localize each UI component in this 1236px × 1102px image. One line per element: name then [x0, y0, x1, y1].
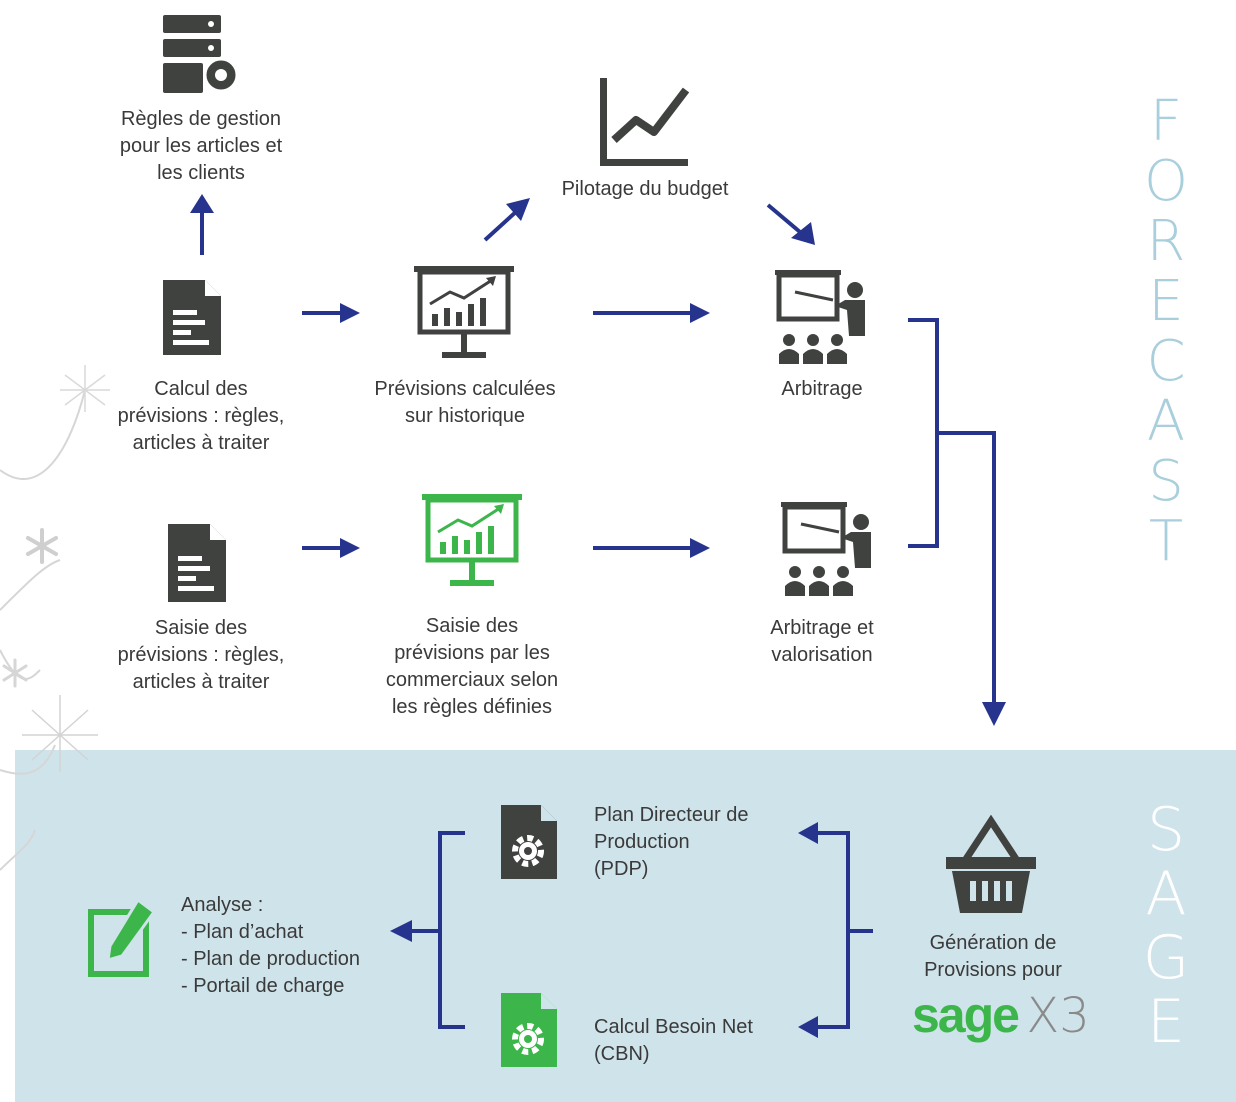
label-line: - Portail de charge: [181, 975, 345, 997]
sage-logo-brand: sage: [912, 987, 1020, 1043]
label-line: Arbitrage: [781, 378, 863, 400]
generation-bracket: [810, 831, 850, 1029]
asterisk-2: [2, 658, 28, 688]
label-line: pour les articles et: [119, 135, 283, 157]
label-line: Provisions pour: [924, 959, 1062, 981]
label-line: Génération de: [929, 932, 1057, 954]
document-icon: [163, 280, 221, 355]
label-line: les clients: [157, 162, 245, 184]
node-analyse-label: Analyse : - Plan d’achat - Plan de produ…: [181, 892, 396, 1000]
server-gear-icon: [163, 15, 239, 93]
arrow-to-sage: [937, 431, 996, 705]
label-line: Calcul des: [154, 378, 248, 400]
sage-logo-product: X3: [1026, 988, 1090, 1044]
node-regles-label: Règles de gestion pour les articles et l…: [80, 106, 322, 187]
node-calcul-label: Calcul des prévisions : règles, articles…: [80, 376, 322, 457]
label-line: articles à traiter: [132, 671, 270, 693]
node-previsions-calc-label: Prévisions calculées sur historique: [345, 376, 585, 430]
asterisk-1: [26, 528, 58, 564]
merge-bracket: [908, 318, 939, 548]
presentation-chart-icon-green: [422, 494, 522, 586]
title-letter: S: [1146, 795, 1186, 865]
label-line: Règles de gestion: [120, 108, 282, 130]
title-letter: T: [1148, 509, 1184, 574]
presenter-audience-icon: [781, 502, 871, 596]
decorative-flowers: [0, 365, 110, 871]
label-line: Calcul Besoin Net: [594, 1016, 753, 1038]
title-letter: E: [1148, 269, 1184, 334]
analyse-bracket: [438, 831, 465, 1029]
edit-icon: [88, 898, 157, 977]
title-letter: E: [1147, 987, 1185, 1057]
document-gear-icon-green: [501, 993, 557, 1067]
title-letter: C: [1146, 329, 1186, 394]
label-line: articles à traiter: [132, 432, 270, 454]
node-generation-label: Génération de Provisions pour: [892, 930, 1094, 984]
label-line: (PDP): [594, 858, 649, 880]
node-saisie-comm-label: Saisie des prévisions par les commerciau…: [352, 613, 592, 721]
title-letter: G: [1142, 923, 1190, 993]
label-line: (CBN): [594, 1043, 650, 1065]
label-line: prévisions : règles,: [117, 405, 285, 427]
title-letter: O: [1143, 149, 1189, 214]
label-line: les règles définies: [391, 696, 553, 718]
node-arbitrage-label: Arbitrage: [720, 376, 924, 403]
label-line: sur historique: [404, 405, 526, 427]
node-cbn-label: Calcul Besoin Net (CBN): [594, 1014, 794, 1068]
sage-vertical-title: S A G E: [1136, 798, 1196, 1054]
label-line: commerciaux selon: [385, 669, 559, 691]
title-letter: S: [1148, 449, 1184, 514]
label-line: prévisions : règles,: [117, 644, 285, 666]
presenter-audience-icon: [775, 270, 865, 364]
node-arbitrage-val-label: Arbitrage et valorisation: [720, 615, 924, 669]
label-line: Arbitrage et: [770, 617, 874, 639]
dandelion-bottom: [22, 695, 98, 772]
node-pdp-label: Plan Directeur de Production (PDP): [594, 802, 794, 883]
label-line: prévisions par les: [394, 642, 550, 664]
title-letter: R: [1146, 209, 1186, 274]
document-icon: [168, 524, 226, 602]
label-line: Saisie des: [154, 617, 248, 639]
label-line: - Plan de production: [181, 948, 361, 970]
label-line: Plan Directeur de: [594, 804, 749, 826]
label-line: valorisation: [771, 644, 873, 666]
title-letter: A: [1146, 389, 1186, 454]
dandelion-top: [60, 365, 110, 412]
line-chart-icon: [600, 78, 690, 166]
node-pilotage-label: Pilotage du budget: [525, 176, 765, 203]
label-line: - Plan d’achat: [181, 921, 304, 943]
arrow-previsions-to-pilotage: [483, 208, 520, 242]
presentation-chart-icon: [414, 266, 514, 358]
arrow-pilotage-to-arbitrage: [766, 203, 802, 234]
node-saisie-label: Saisie des prévisions : règles, articles…: [80, 615, 322, 696]
label-line: Production: [594, 831, 690, 853]
document-gear-icon: [501, 805, 557, 879]
title-letter: A: [1145, 859, 1187, 929]
label-line: Saisie des: [425, 615, 519, 637]
label-line: Analyse :: [181, 894, 264, 916]
basket-icon: [946, 815, 1036, 913]
arrowhead-up: [190, 194, 214, 213]
label-line: Pilotage du budget: [561, 178, 729, 200]
sage-x3-logo: sage X3: [912, 986, 1090, 1046]
sage-section-background: [15, 750, 1236, 1102]
label-line: Prévisions calculées: [374, 378, 556, 400]
title-letter: F: [1149, 89, 1183, 154]
forecast-vertical-title: F O R E C A S T: [1136, 92, 1196, 572]
